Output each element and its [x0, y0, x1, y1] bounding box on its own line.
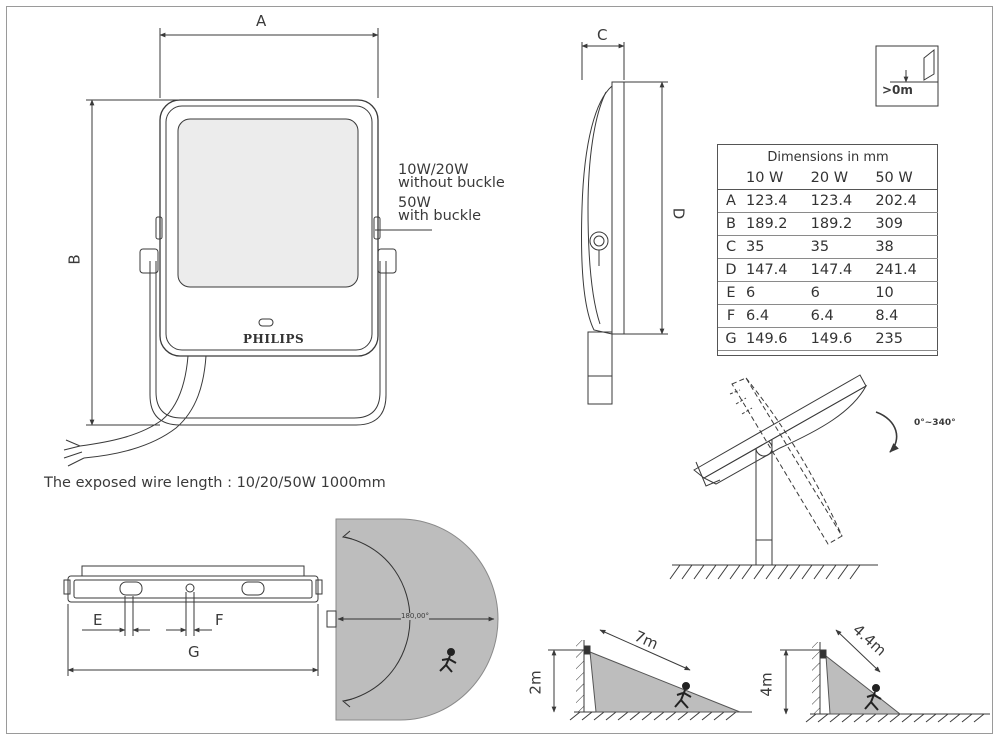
table-cell: 147.4: [744, 258, 809, 282]
table-cell: 147.4: [808, 258, 874, 282]
rotation-range-label: 0°~340°: [914, 418, 956, 428]
dimension-e-label: E: [93, 611, 103, 629]
drawing-frame: [6, 6, 993, 734]
bottom-view: [63, 565, 323, 676]
table-cell: 189.2: [808, 212, 874, 236]
rotation-view: [669, 374, 899, 580]
table-header-cell: 50 W: [873, 167, 938, 190]
dimension-a-label: A: [256, 12, 267, 30]
table-cell: 123.4: [744, 189, 809, 213]
mounting-2m: [548, 629, 752, 721]
table-cell: 123.4: [808, 189, 874, 213]
note-10w-20w: 10W/20W: [398, 162, 469, 178]
table-row-label: C: [718, 235, 744, 259]
dimension-d-label: D: [669, 207, 688, 220]
mount-height-4m-label: 4m: [757, 672, 776, 697]
mount-height-2m-label: 2m: [526, 670, 545, 695]
table-cell: 6.4: [808, 304, 874, 328]
table-cell: 202.4: [873, 189, 938, 213]
table-row-label: D: [718, 258, 744, 282]
table-row-label: A: [718, 189, 744, 213]
table-cell: 241.4: [873, 258, 938, 282]
wire-length-note: The exposed wire length : 10/20/50W 1000…: [44, 475, 386, 491]
dimension-c-label: C: [597, 26, 608, 44]
table-header-cell: 10 W: [744, 167, 809, 190]
table-cell: 35: [744, 235, 809, 259]
table-cell: 10: [873, 281, 938, 305]
mount-height-label: >0m: [882, 83, 913, 97]
brand-logo: PHILIPS: [243, 332, 305, 346]
dimension-g-label: G: [188, 643, 200, 661]
table-header-row: 10 W 20 W 50 W: [718, 167, 938, 190]
note-without-buckle: without buckle: [398, 175, 505, 191]
note-with-buckle: with buckle: [398, 208, 482, 224]
mount-height-icon: [875, 45, 939, 107]
table-row-label: E: [718, 281, 744, 305]
dimension-f-label: F: [215, 611, 224, 629]
table-cell: 149.6: [744, 327, 809, 351]
front-view: [63, 28, 432, 467]
table-row-label: G: [718, 327, 744, 351]
table-cell: 38: [873, 235, 938, 259]
detection-angle-label: 180,00°: [401, 612, 429, 620]
table-row-label: F: [718, 304, 744, 328]
table-cell: 149.6: [808, 327, 874, 351]
table-cell: 6: [744, 281, 809, 305]
table-header-cell: [718, 167, 744, 190]
table-header-cell: 20 W: [808, 167, 874, 190]
dimension-b-label: B: [65, 254, 84, 265]
mounting-4m: [780, 629, 990, 723]
table-cell: 235: [873, 327, 938, 351]
table-cell: 189.2: [744, 212, 809, 236]
table-cell: 6: [808, 281, 874, 305]
table-cell: 6.4: [744, 304, 809, 328]
dimensions-table-caption: Dimensions in mm: [767, 150, 889, 165]
note-50w: 50W: [398, 195, 431, 211]
table-cell: 35: [808, 235, 874, 259]
table-cell: 309: [873, 212, 938, 236]
table-row-label: B: [718, 212, 744, 236]
side-view: [581, 42, 668, 405]
table-cell: 8.4: [873, 304, 938, 328]
